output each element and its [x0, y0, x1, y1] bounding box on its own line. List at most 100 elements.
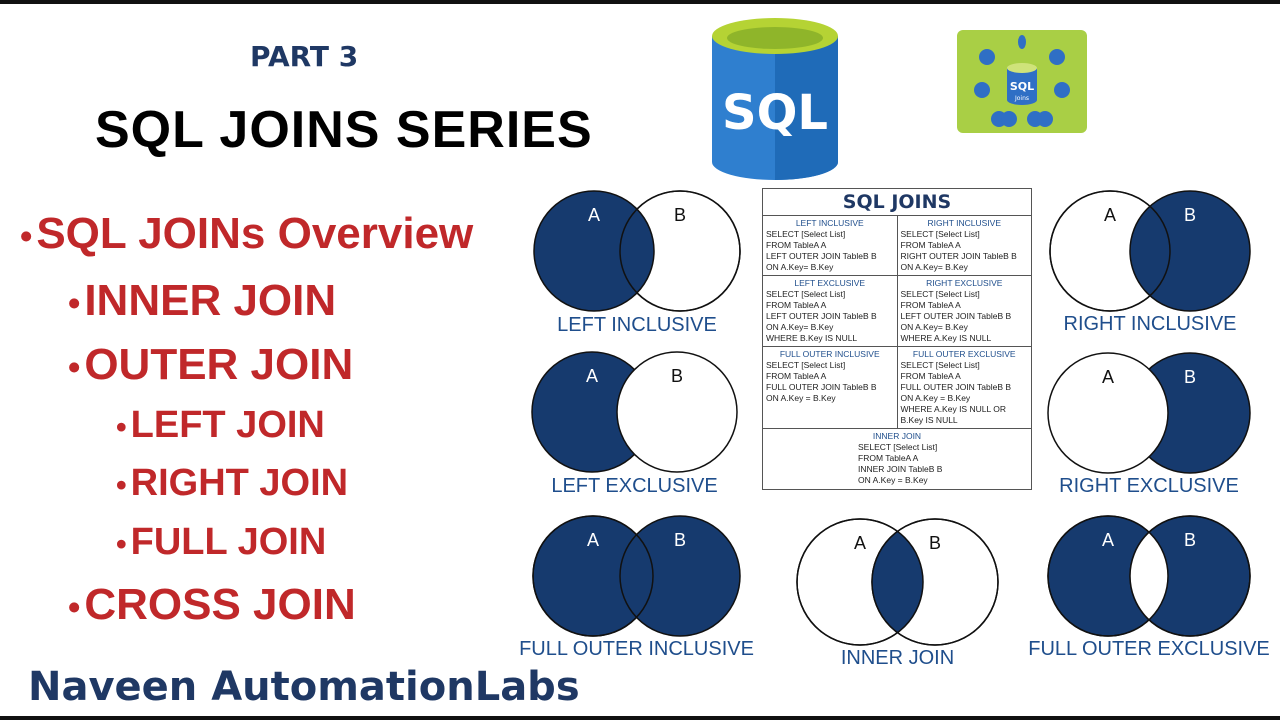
svg-text:SQL: SQL	[1010, 80, 1034, 93]
sql-logo-text: SQL	[722, 85, 828, 141]
set-a-label: A	[588, 205, 600, 225]
topic-text: INNER JOIN	[84, 276, 337, 325]
topic-item: •CROSS JOIN	[68, 580, 356, 630]
cell-heading: RIGHT INCLUSIVE	[927, 218, 1002, 228]
sql-line: LEFT OUTER JOIN TableB B	[766, 251, 877, 261]
cheatsheet-row: FULL OUTER INCLUSIVE SELECT [Select List]…	[763, 347, 1031, 429]
topic-text: LEFT JOIN	[130, 404, 325, 446]
venn-label: INNER JOIN	[840, 647, 955, 669]
set-a-label: A	[1104, 205, 1116, 225]
cell-heading: LEFT INCLUSIVE	[795, 218, 864, 228]
bullet-icon: •	[68, 348, 81, 387]
sql-line: FROM TableA A	[766, 240, 827, 250]
sql-line: FROM TableA A	[858, 453, 919, 463]
topic-text: SQL JOINs Overview	[36, 209, 474, 258]
topic-item: •OUTER JOIN	[68, 340, 353, 390]
bullet-icon: •	[116, 527, 127, 561]
cheatsheet-title: SQL JOINS	[763, 189, 1031, 216]
part-label: PART 3	[250, 40, 359, 73]
set-b-label: B	[1184, 530, 1196, 550]
svg-text:Joins: Joins	[1014, 95, 1029, 102]
sql-line: FULL OUTER JOIN TableB B	[900, 382, 1012, 392]
sql-line: FROM TableA A	[766, 371, 827, 381]
sql-line: FROM TableA A	[900, 300, 961, 310]
sql-line: INNER JOIN TableB B	[858, 464, 943, 474]
set-b-label: B	[1184, 367, 1196, 387]
set-a-label: A	[854, 533, 866, 553]
topic-item: •LEFT JOIN	[116, 404, 325, 447]
sql-line: WHERE A.Key IS NULL	[900, 333, 992, 343]
sql-line: FROM TableA A	[900, 371, 961, 381]
topic-item: •SQL JOINs Overview	[20, 209, 473, 259]
topic-text: FULL JOIN	[130, 521, 327, 563]
venn-label: FULL OUTER EXCLUSIVE	[1028, 638, 1270, 660]
sql-line: ON A.Key = B.Key	[900, 393, 971, 403]
sql-line: FROM TableA A	[766, 300, 827, 310]
sql-line: SELECT [Select List]	[900, 360, 980, 370]
set-a-label: A	[587, 530, 599, 550]
sql-line: ON A.Key= B.Key	[900, 262, 968, 272]
cell-heading: RIGHT EXCLUSIVE	[926, 278, 1003, 288]
sql-line: SELECT [Select List]	[766, 289, 846, 299]
sql-line: ON A.Key= B.Key	[766, 322, 834, 332]
set-b-label: B	[671, 366, 683, 386]
sql-database-icon: SQL	[712, 18, 838, 180]
topic-text: RIGHT JOIN	[130, 462, 349, 504]
cell-heading: FULL OUTER INCLUSIVE	[779, 349, 880, 359]
set-b-label: B	[1184, 205, 1196, 225]
sql-line: FROM TableA A	[900, 240, 961, 250]
channel-name: Naveen AutomationLabs	[28, 664, 580, 710]
sql-line: RIGHT OUTER JOIN TableB B	[900, 251, 1017, 261]
sql-line: WHERE B.Key IS NULL	[766, 333, 858, 343]
cell-heading: INNER JOIN	[872, 431, 922, 441]
topic-item: •RIGHT JOIN	[116, 462, 348, 505]
sql-line: ON A.Key = B.Key	[858, 475, 928, 485]
sql-line: LEFT OUTER JOIN TableB B	[900, 311, 1012, 321]
cell-heading: FULL OUTER EXCLUSIVE	[912, 349, 1016, 359]
set-b-label: B	[674, 530, 686, 550]
topic-item: •INNER JOIN	[68, 276, 336, 326]
topic-item: •FULL JOIN	[116, 521, 326, 564]
sql-line: SELECT [Select List]	[900, 229, 980, 239]
page-title: SQL JOINS SERIES	[95, 101, 593, 159]
set-b-label: B	[929, 533, 941, 553]
bullet-icon: •	[20, 217, 33, 256]
bullet-icon: •	[68, 284, 81, 323]
sql-line: SELECT [Select List]	[900, 289, 980, 299]
venn-label: LEFT EXCLUSIVE	[551, 475, 718, 497]
sql-line: ON A.Key = B.Key	[766, 393, 836, 403]
topic-text: CROSS JOIN	[84, 580, 356, 629]
bullet-icon: •	[116, 468, 127, 502]
bullet-icon: •	[68, 588, 81, 627]
sql-line: SELECT [Select List]	[858, 442, 938, 452]
venn-label: FULL OUTER INCLUSIVE	[519, 638, 754, 660]
venn-label: LEFT INCLUSIVE	[557, 314, 717, 336]
venn-label: RIGHT INCLUSIVE	[1063, 313, 1237, 335]
sql-line: WHERE A.Key IS NULL OR B.Key IS NULL	[900, 404, 1007, 425]
sql-line: ON A.Key= B.Key	[766, 262, 834, 272]
set-b-label: B	[674, 205, 686, 225]
topic-text: OUTER JOIN	[84, 340, 354, 389]
sql-joins-badge-icon: SQL Joins	[957, 30, 1087, 133]
sql-line: LEFT OUTER JOIN TableB B	[766, 311, 877, 321]
venn-label: RIGHT EXCLUSIVE	[1059, 475, 1239, 497]
sql-line: FULL OUTER JOIN TableB B	[766, 382, 877, 392]
